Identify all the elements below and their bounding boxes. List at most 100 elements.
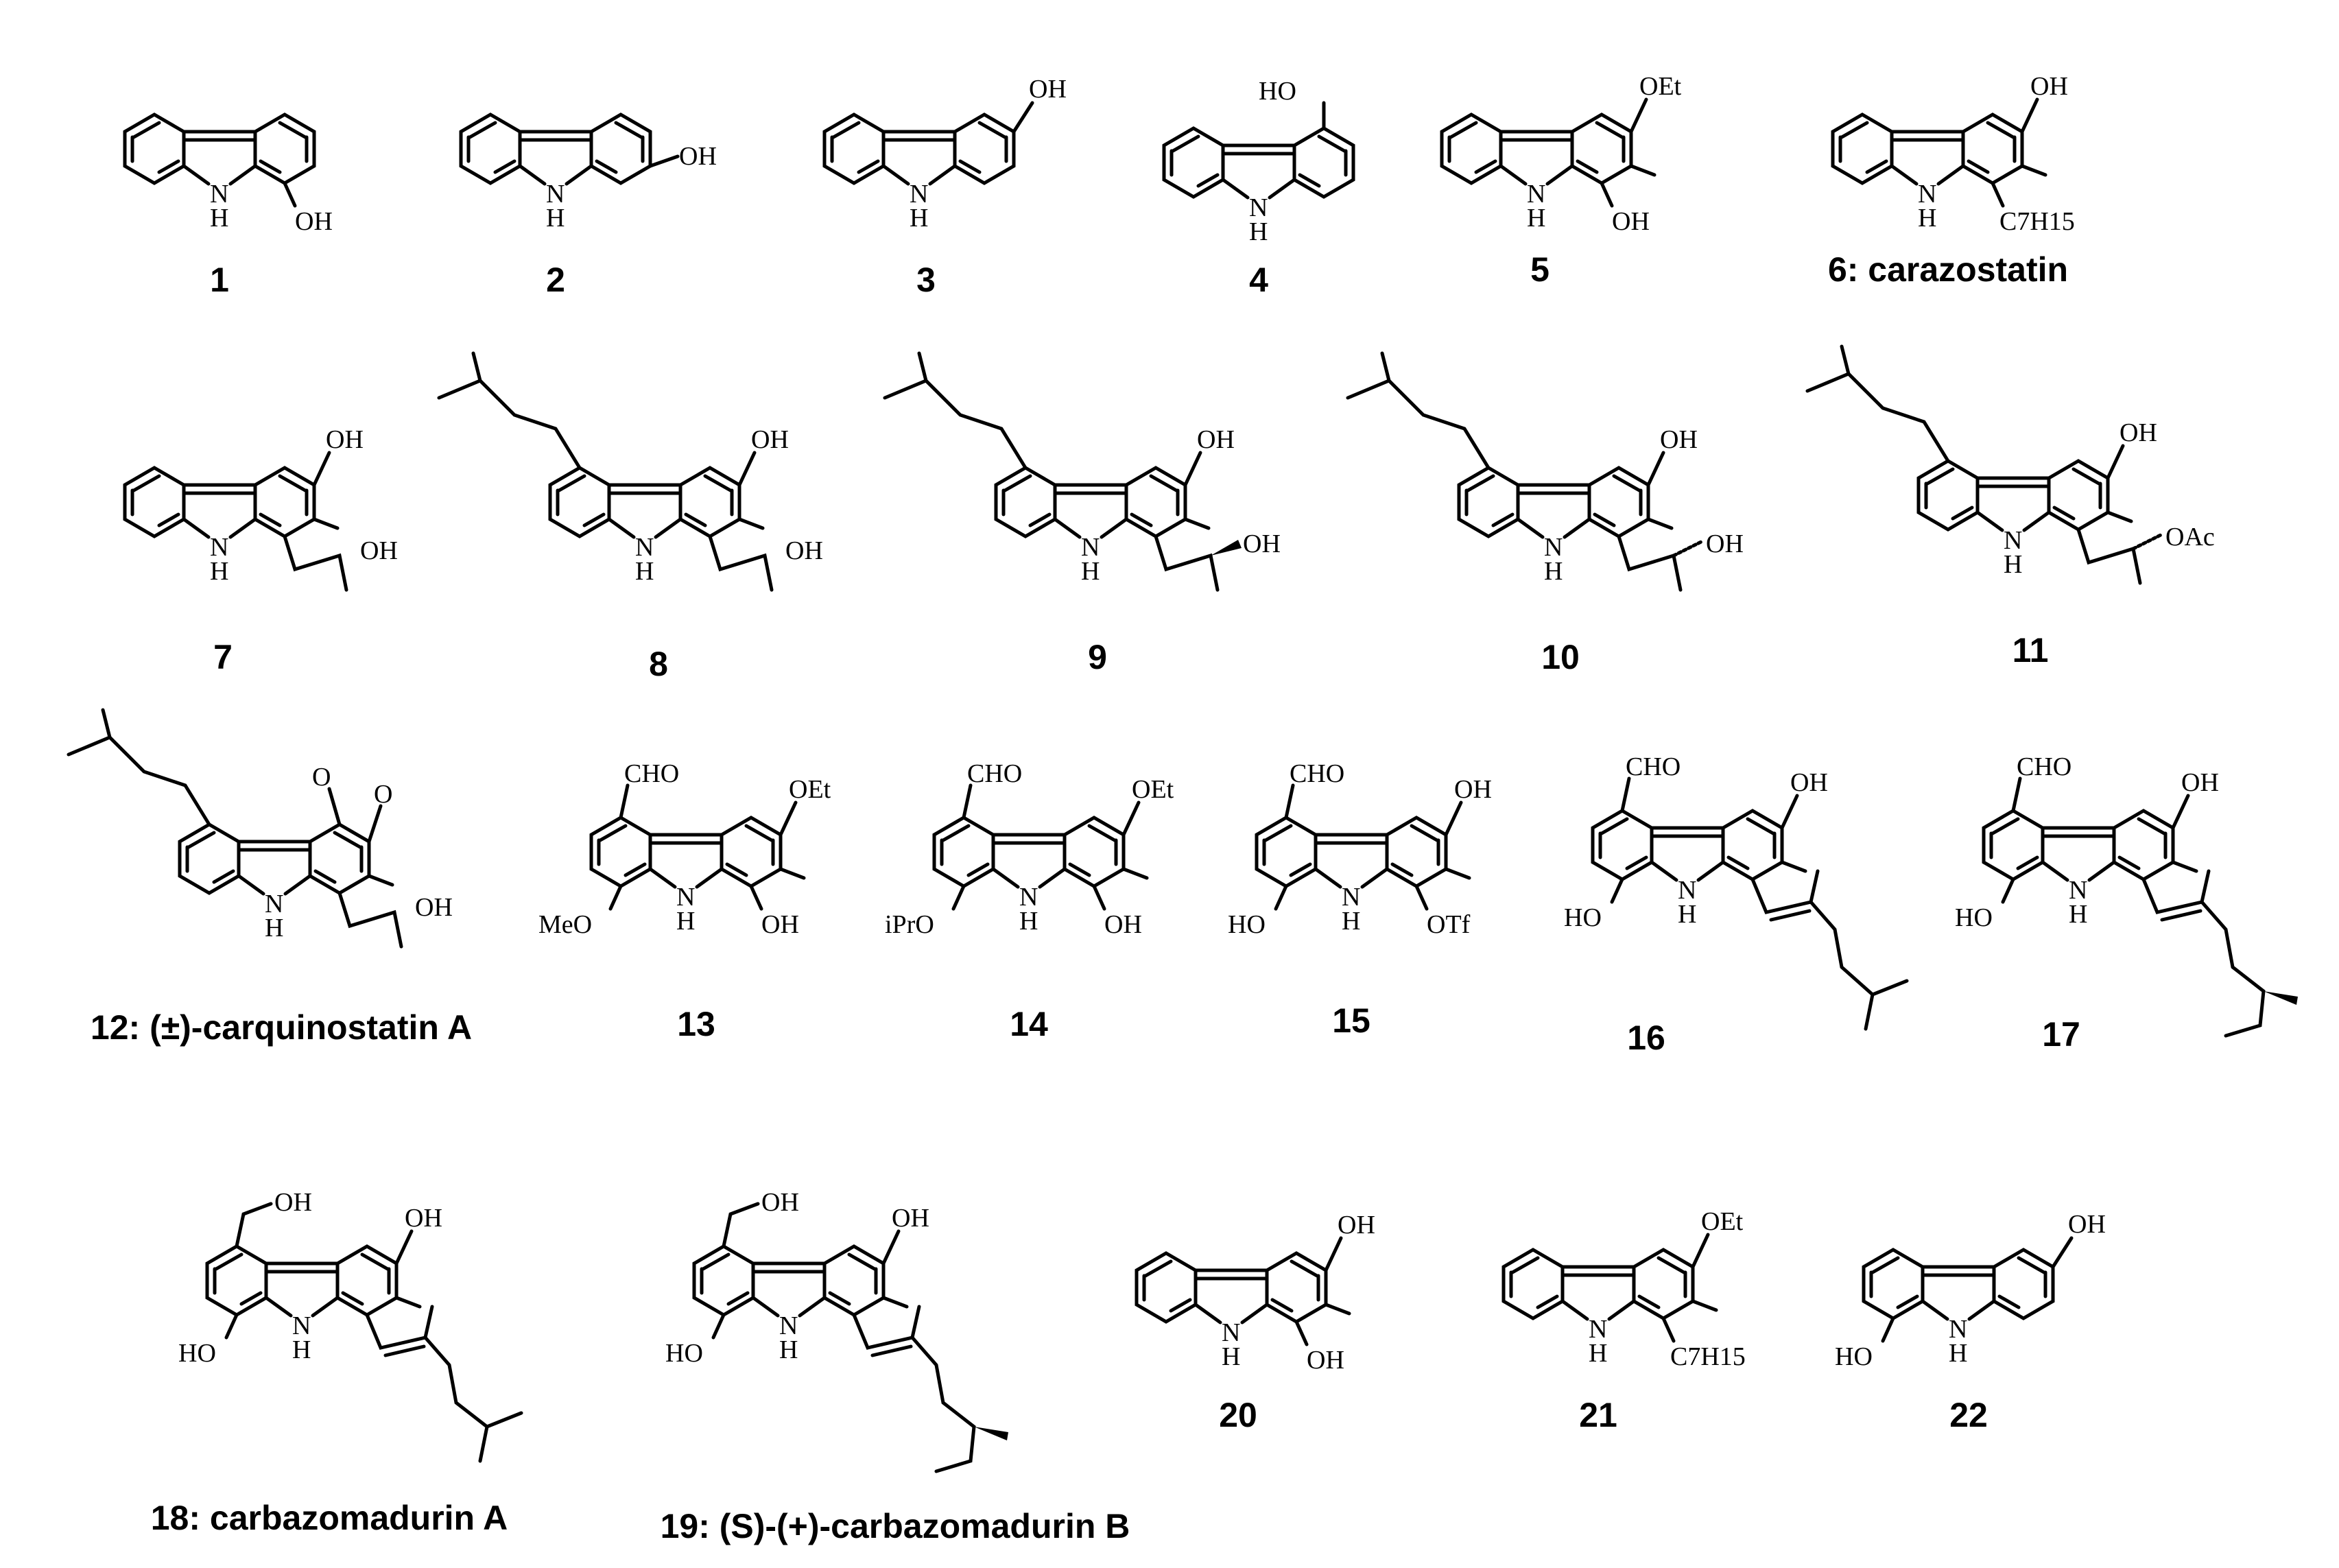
substituent: OH (751, 425, 789, 454)
substituent: OH (1197, 425, 1235, 454)
substituent: O (312, 763, 331, 792)
ring-h: H (1589, 1339, 1607, 1368)
ring-h: H (1019, 907, 1038, 936)
substituent: OH (1612, 207, 1650, 236)
ring-n: N (1544, 533, 1563, 562)
ring-h: H (2004, 550, 2022, 579)
ring-n: N (1081, 533, 1100, 562)
compound-label: 2 (546, 261, 565, 299)
substituent: OH (1029, 75, 1067, 104)
ring-h: H (910, 204, 928, 233)
substituent: iPrO (885, 910, 934, 939)
substituent: HO (1564, 903, 1602, 932)
substituent: OH (679, 142, 717, 171)
substituent: OH (892, 1204, 929, 1233)
ring-h: H (1527, 204, 1545, 233)
ring-n: N (1527, 180, 1545, 209)
ring-n: N (1249, 193, 1268, 222)
compound-label: 12: (±)-carquinostatin A (91, 1008, 472, 1047)
substituent: OH (761, 910, 799, 939)
compound-label: 20 (1219, 1396, 1257, 1434)
ring-n: N (1019, 883, 1038, 912)
ring-n: N (910, 180, 928, 209)
compound-label: 5 (1530, 250, 1550, 289)
ring-h: H (1081, 557, 1100, 586)
substituent: CHO (624, 759, 679, 788)
compound-22-structure: N H OH HO (1835, 1210, 2106, 1371)
ring-h: H (1918, 204, 1936, 233)
substituent: OEt (1132, 775, 1174, 804)
ring-h: H (292, 1335, 311, 1364)
compound-label: 1 (210, 261, 229, 299)
compound-label: 17 (2042, 1015, 2080, 1054)
compound-label: 19: (S)-(+)-carbazomadurin B (661, 1507, 1130, 1545)
compound-label: 15 (1332, 1001, 1370, 1040)
compound-7-structure: N H OH OH (125, 425, 398, 592)
compound-17-structure: N H CHO OH HO (1955, 752, 2298, 1038)
compound-label: 22 (1949, 1396, 1988, 1434)
compound-label: 18: carbazomadurin A (151, 1499, 508, 1537)
ring-h: H (546, 204, 565, 233)
substituent: C7H15 (1670, 1342, 1746, 1371)
substituent: HO (1835, 1342, 1873, 1371)
compound-label: 10 (1541, 638, 1580, 676)
compound-5-structure: N H OEt OH (1442, 72, 1682, 236)
ring-h: H (210, 204, 228, 233)
substituent: CHO (1626, 752, 1681, 781)
substituent: OH (1454, 775, 1492, 804)
compound-15-structure: N H CHO OH HO OTf (1228, 759, 1492, 939)
substituent: OEt (1701, 1207, 1744, 1236)
ring-h: H (265, 914, 283, 942)
ring-n: N (2069, 876, 2087, 905)
compound-label: 21 (1579, 1396, 1617, 1434)
compound-3-structure: N H OH (824, 75, 1067, 233)
compound-14-structure: N H CHO OEt iPrO OH (885, 759, 1174, 939)
ring-n: N (1342, 883, 1360, 912)
substituent: OH (405, 1204, 442, 1233)
substituent: O (374, 780, 392, 809)
compound-9-structure: N H OH OH (883, 351, 1281, 592)
compound-label: 14 (1010, 1005, 1048, 1043)
ring-h: H (1342, 907, 1360, 936)
ring-n: N (292, 1311, 311, 1340)
compound-label: 9 (1088, 638, 1107, 676)
compound-label: 8 (649, 645, 668, 683)
ring-h: H (779, 1335, 798, 1364)
ring-h: H (2069, 900, 2087, 929)
compound-label: 6: carazostatin (1828, 250, 2068, 289)
ring-n: N (546, 180, 565, 209)
ring-h: H (1678, 900, 1696, 929)
ring-n: N (676, 883, 695, 912)
substituent: OAc (2165, 523, 2215, 551)
ring-n: N (1918, 180, 1936, 209)
ring-h: H (1949, 1339, 1967, 1368)
substituent: MeO (538, 910, 592, 939)
substituent: HO (1955, 903, 1993, 932)
compound-2-structure: N H OH (461, 115, 717, 233)
substituent: OH (1338, 1211, 1375, 1239)
substituent: OH (1660, 425, 1698, 454)
compound-1-structure: N H OH (125, 115, 333, 236)
compound-11-structure: N H OH OAc (1805, 344, 2215, 585)
ring-n: N (779, 1311, 798, 1340)
compound-18-structure: N H OH OH HO (178, 1188, 523, 1463)
compound-label: 11 (2013, 631, 2049, 669)
substituent: HO (178, 1339, 216, 1368)
substituent: OH (295, 207, 333, 236)
substituent: OH (2120, 418, 2157, 447)
substituent: OH (326, 425, 364, 454)
substituent: OH (761, 1188, 799, 1217)
substituent: OH (274, 1188, 312, 1217)
ring-n: N (1678, 876, 1696, 905)
ring-n: N (1589, 1315, 1607, 1344)
ring-n: N (635, 533, 654, 562)
substituent: OH (1706, 530, 1744, 558)
compound-19-structure: N H OH OH HO (665, 1188, 1008, 1473)
substituent: C7H15 (1999, 207, 2075, 236)
ring-n: N (265, 890, 283, 918)
compound-label: 4 (1249, 261, 1268, 299)
substituent: OH (2030, 72, 2068, 101)
ring-h: H (1544, 557, 1563, 586)
substituent: HO (1228, 910, 1266, 939)
substituent: CHO (967, 759, 1022, 788)
